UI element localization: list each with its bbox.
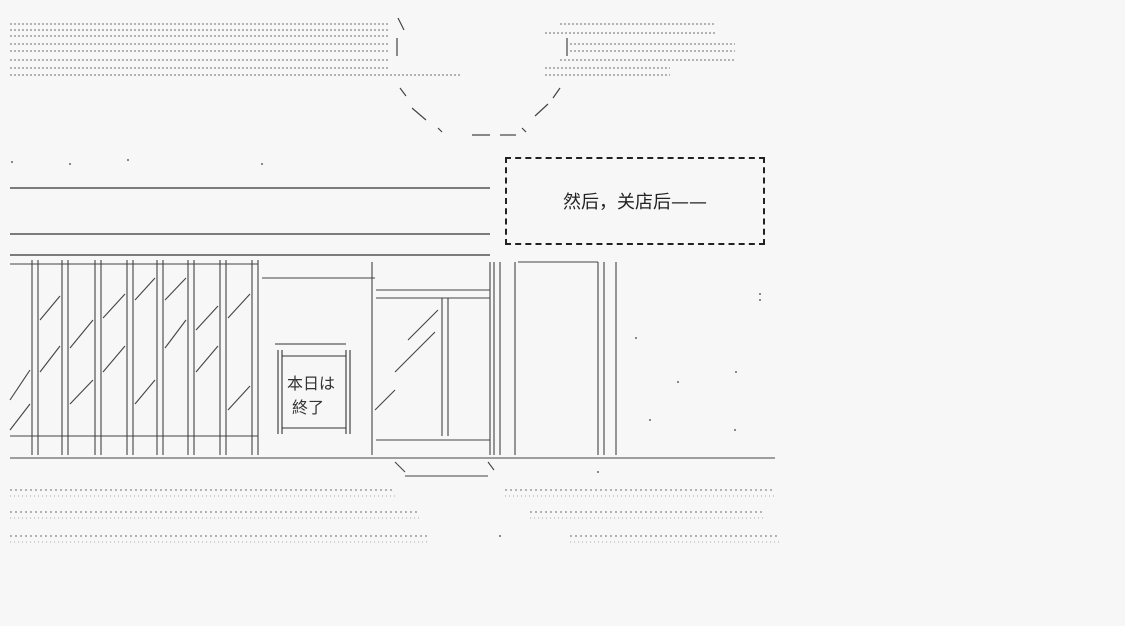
closed-sign-board — [275, 343, 351, 434]
sign-text-line2: 終了 — [292, 398, 325, 417]
bottom-dot-texture — [10, 489, 780, 537]
scattered-marks — [11, 159, 761, 537]
awning — [10, 187, 490, 256]
narration-caption-text: 然后，关店后—— — [563, 192, 707, 213]
sign-text-line1: 本日は — [287, 374, 336, 393]
shop-door — [262, 262, 495, 477]
shutter-grid — [9, 260, 775, 459]
narration-caption-box: 然后，关店后—— — [505, 157, 765, 245]
right-frame — [499, 261, 617, 455]
top-dot-texture — [10, 23, 735, 76]
bottom-dot-texture-2 — [10, 495, 780, 543]
speech-tail — [396, 17, 568, 136]
